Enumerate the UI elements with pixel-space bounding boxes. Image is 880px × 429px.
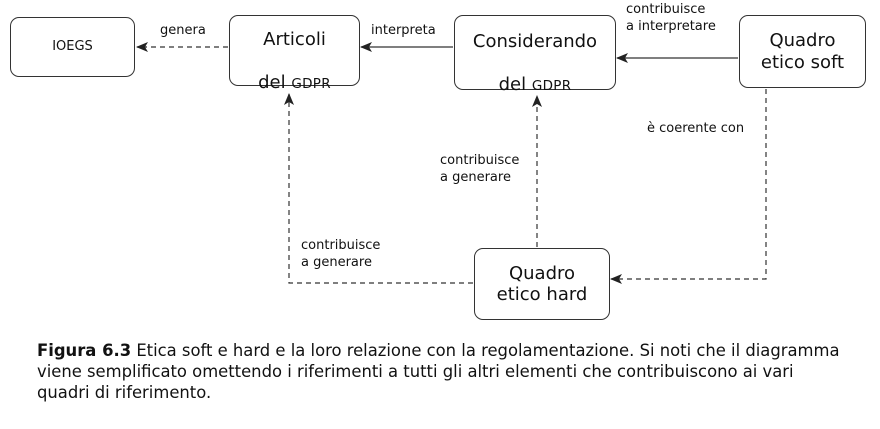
considerando-line2-prefix: del [498,73,532,95]
figure-caption: Figura 6.3 Etica soft e hard e la loro r… [37,340,847,403]
edge-label-contribuisce-generare-considerando: contribuisce a generare [440,153,520,185]
node-quadro-etico-hard: Quadro etico hard [474,248,610,320]
node-articoli-gdpr: Articoli del GDPR [229,15,360,93]
node-considerando-label: Considerando del GDPR [473,10,597,95]
node-soft-label: Quadro etico soft [760,30,845,73]
edge-label-contribuisce-interpretare: contribuisce a interpretare [626,2,716,34]
node-quadro-etico-soft: Quadro etico soft [739,15,866,88]
considerando-line1: Considerando [472,31,598,53]
node-hard-label: Quadro etico hard [496,262,588,305]
caption-label: Figura 6.3 [37,341,132,360]
edge-label-interpreta: interpreta [371,23,436,38]
articoli-line1: Articoli [263,29,326,51]
node-considerando-gdpr: Considerando del GDPR [454,15,616,95]
considerando-line2-gdpr: GDPR [531,77,572,94]
node-articoli-label: Articoli del GDPR [258,8,331,93]
edge-label-genera: genera [160,23,206,38]
edge-contribuisce-generare-articoli [284,93,473,284]
diagram: IOEGS Articoli del GDPR Considerando del… [10,2,866,320]
node-ioegs: IOEGS [10,17,135,77]
node-ioegs-label: IOEGS [52,39,93,55]
edge-coerente [610,89,767,284]
articoli-line2-prefix: del [258,71,292,93]
caption-text: Etica soft e hard e la loro relazione co… [37,341,840,402]
edge-label-contribuisce-generare-articoli: contribuisce a generare [301,238,381,270]
edge-label-coerente: è coerente con [647,121,745,136]
articoli-line2-gdpr: GDPR [291,75,331,92]
connectors [136,42,767,284]
